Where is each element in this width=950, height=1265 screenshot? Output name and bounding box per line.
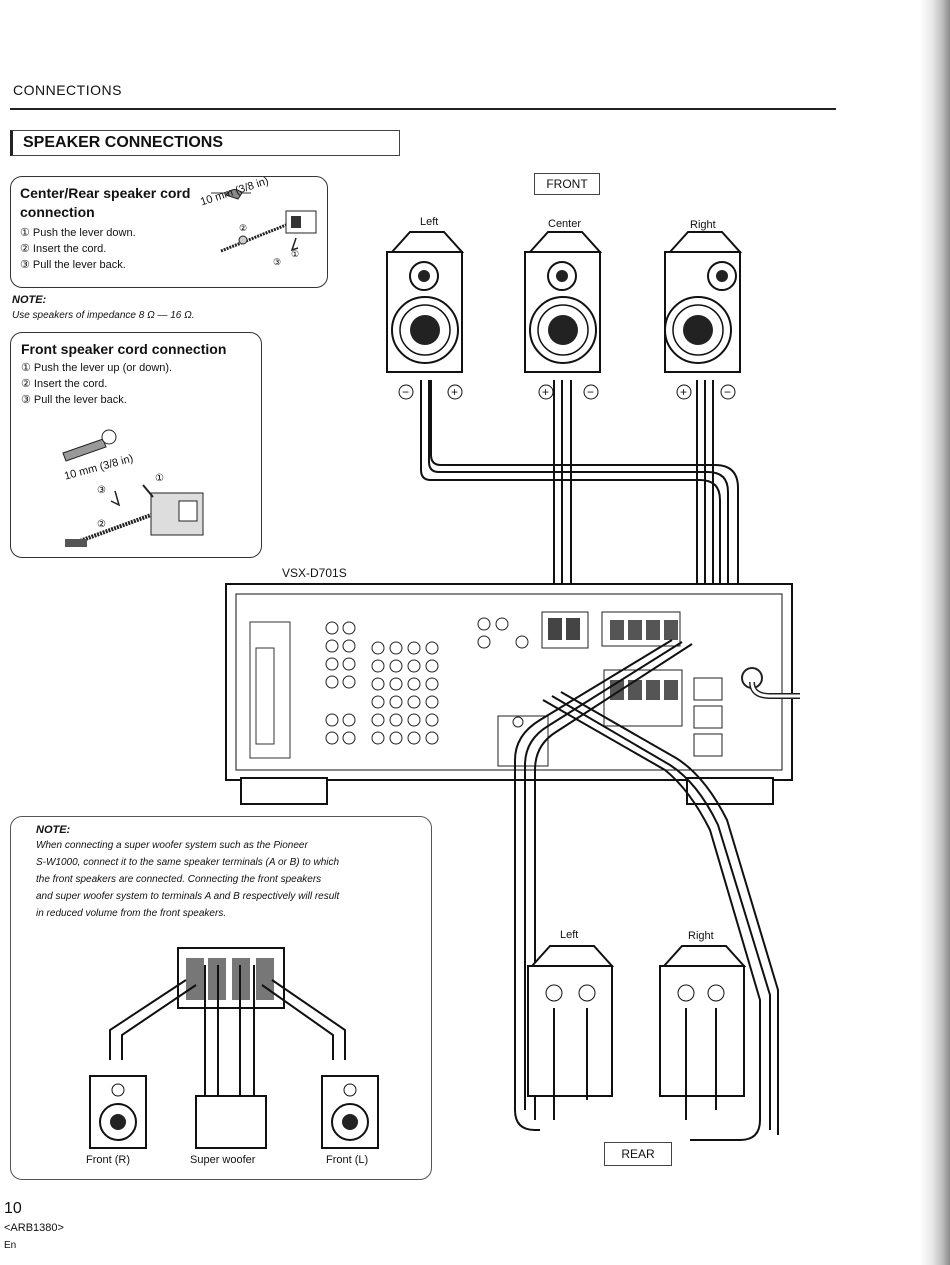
svg-text:②: ② — [239, 223, 247, 233]
rear-right-speaker — [659, 945, 747, 1120]
svg-text:−: − — [402, 385, 409, 399]
center-rear-step-2: ② Insert the cord. — [20, 243, 107, 255]
page-number: 10 — [4, 1200, 22, 1217]
svg-text:−: − — [587, 385, 594, 399]
rear-tag: REAR — [604, 1142, 672, 1166]
svg-text:①: ① — [291, 249, 299, 259]
front-left-label: Left — [420, 216, 439, 228]
language-code: En — [4, 1240, 17, 1251]
note1-text: Use speakers of impedance 8 Ω — 16 Ω. — [12, 310, 195, 321]
rear-right-label: Right — [688, 930, 714, 942]
note2-line-4: and super woofer system to terminals A a… — [36, 891, 340, 902]
subsection-heading: SPEAKER CONNECTIONS — [10, 130, 400, 156]
super-woofer-label: Super woofer — [190, 1154, 256, 1166]
svg-text:②: ② — [97, 519, 106, 530]
header-rule — [10, 108, 836, 110]
note1-heading: NOTE: — [12, 294, 47, 306]
super-woofer-note-box — [10, 816, 432, 1180]
front-center-label: Center — [548, 218, 582, 230]
svg-text:③: ③ — [97, 485, 106, 496]
front-cord-step-1: ① Push the lever up (or down). — [21, 362, 173, 374]
receiver-model-label: VSX-D701S — [282, 566, 347, 580]
page-edge-shadow — [920, 0, 950, 1265]
front-right-speaker — [664, 231, 743, 373]
svg-text:−: − — [724, 385, 731, 399]
front-cord-box: Front speaker cord connection ① Push the… — [10, 332, 262, 558]
svg-text:③: ③ — [273, 257, 281, 267]
center-rear-title-line2: connection — [20, 204, 95, 220]
front-polarity-marks: − + + − + − — [398, 384, 736, 400]
svg-text:+: + — [451, 385, 458, 399]
front-terminal-illustration: ③ ① ② — [62, 429, 204, 547]
note2-line-5: in reduced volume from the front speaker… — [36, 908, 227, 919]
center-rear-title-line1: Center/Rear speaker cord — [20, 185, 191, 201]
front-cord-step-2: ② Insert the cord. — [21, 378, 108, 390]
note2-line-1: When connecting a super woofer system su… — [36, 840, 308, 851]
svg-text:+: + — [680, 385, 687, 399]
document-code: <ARB1380> — [4, 1222, 64, 1234]
rear-left-speaker — [527, 945, 615, 1120]
center-rear-cord-box: Center/Rear speaker cord connection ① Pu… — [10, 175, 328, 288]
front-tag: FRONT — [534, 173, 600, 195]
svg-text:+: + — [542, 385, 549, 399]
front-center-speaker — [524, 231, 603, 373]
front-wires — [420, 380, 739, 612]
center-rear-terminal-illustration: ③ ① ② — [211, 189, 317, 267]
front-left-speaker — [386, 231, 465, 373]
front-r-label: Front (R) — [86, 1154, 130, 1166]
center-rear-step-1: ① Push the lever down. — [20, 227, 136, 239]
front-right-label: Right — [690, 219, 716, 231]
svg-text:①: ① — [155, 473, 164, 484]
subsection-title: SPEAKER CONNECTIONS — [23, 134, 224, 151]
center-rear-step-3: ③ Pull the lever back. — [20, 259, 126, 271]
note2-line-3: the front speakers are connected. Connec… — [36, 874, 322, 885]
rear-wires — [514, 639, 779, 1141]
section-title: CONNECTIONS — [13, 82, 122, 98]
rear-left-label: Left — [560, 929, 579, 941]
front-l-label: Front (L) — [326, 1154, 369, 1166]
super-woofer-diagram — [89, 947, 379, 1149]
note2-heading: NOTE: — [36, 824, 71, 836]
note2-line-2: S-W1000, connect it to the same speaker … — [36, 857, 340, 868]
front-cord-step-3: ③ Pull the lever back. — [21, 394, 127, 406]
front-cord-title: Front speaker cord connection — [21, 341, 227, 357]
receiver-rear-panel — [225, 583, 800, 805]
